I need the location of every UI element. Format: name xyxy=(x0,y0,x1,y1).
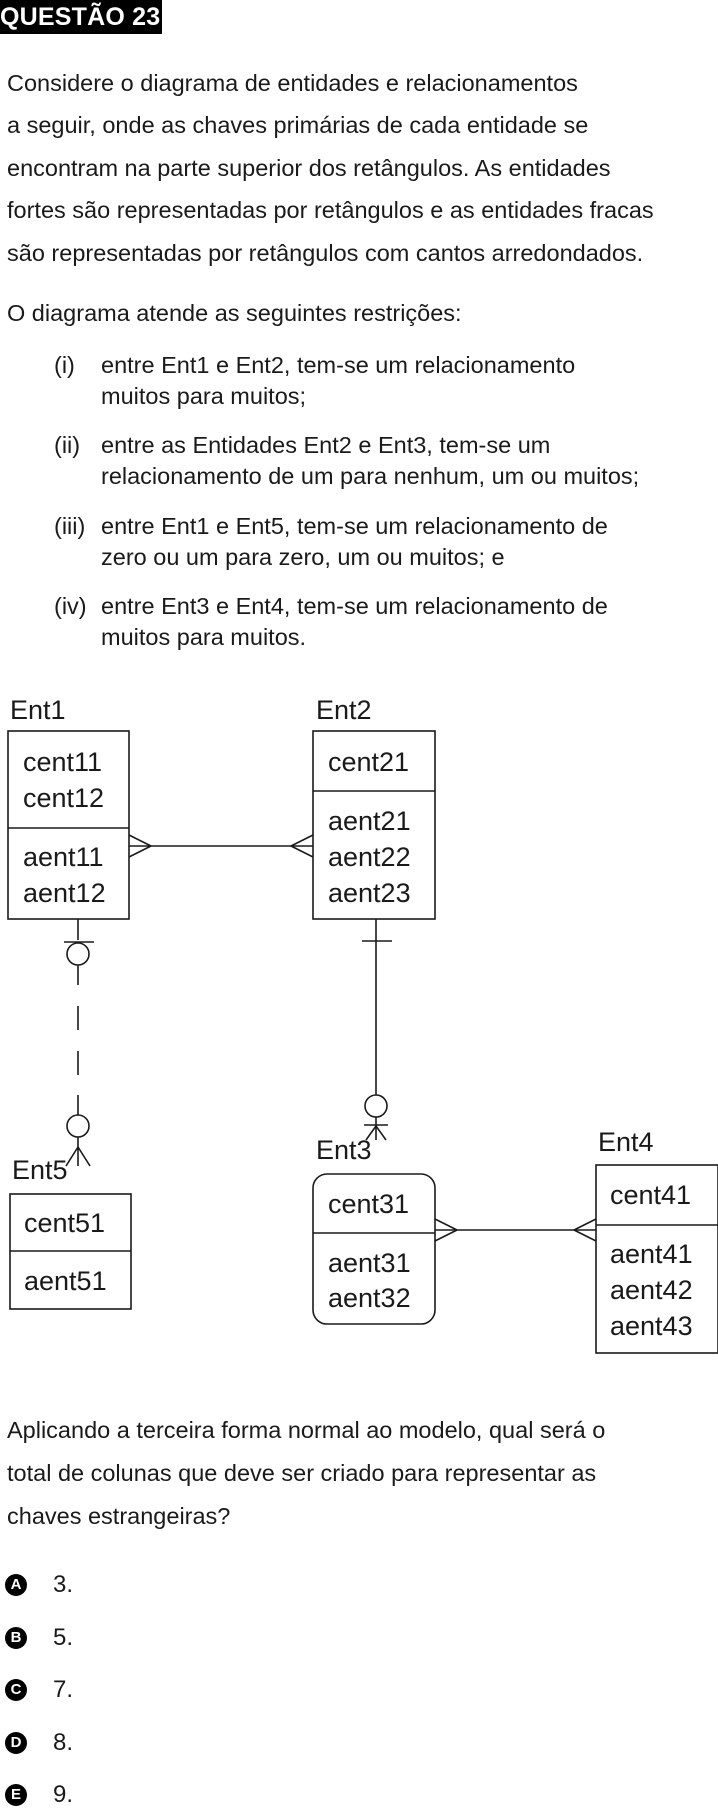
ent2-attr: aent23 xyxy=(328,878,411,908)
ent5-name: Ent5 xyxy=(12,1155,68,1185)
option-text: 5. xyxy=(53,1624,74,1651)
ent5-attr: aent51 xyxy=(24,1266,107,1296)
intro-line: encontram na parte superior dos retângul… xyxy=(7,155,611,181)
rel-ent3-ent4 xyxy=(434,1218,597,1242)
intro-line: a seguir, onde as chaves primárias de ca… xyxy=(7,112,589,138)
option-text: 8. xyxy=(53,1729,74,1756)
question-title: QUESTÃO 23 xyxy=(0,0,163,34)
option-letter-badge: D xyxy=(5,1732,27,1754)
ent1-attr: aent12 xyxy=(23,878,106,908)
ent4-key: cent41 xyxy=(610,1180,691,1210)
ent1-key: cent12 xyxy=(23,783,104,813)
ent3-attr: aent31 xyxy=(328,1248,411,1278)
question-line: total de colunas que deve ser criado par… xyxy=(7,1460,597,1486)
ent3-attr: aent32 xyxy=(328,1283,411,1313)
option-text: 3. xyxy=(53,1571,74,1598)
rel-ent2-ent3 xyxy=(362,919,392,1141)
ent2-box xyxy=(312,730,436,920)
restriction-item: (ii) entre as Entidades Ent2 e Ent3, tem… xyxy=(54,430,716,492)
restriction-number: (iii) xyxy=(54,513,86,539)
ent5-key: cent51 xyxy=(24,1208,105,1238)
option-text: 9. xyxy=(53,1781,74,1808)
ent1-box xyxy=(7,730,130,920)
option-letter-badge: B xyxy=(5,1627,27,1649)
option-letter-badge: E xyxy=(5,1784,27,1806)
ent3-key: cent31 xyxy=(328,1189,409,1219)
ent4-attr: aent43 xyxy=(610,1311,693,1341)
restriction-item: (i) entre Ent1 e Ent2, tem-se um relacio… xyxy=(54,350,716,412)
rel-ent1-ent5 xyxy=(64,919,94,1167)
ent1-name: Ent1 xyxy=(10,695,66,725)
restriction-text: entre Ent1 e Ent5, tem-se um relacioname… xyxy=(101,513,608,539)
question-line: Aplicando a terceira forma normal ao mod… xyxy=(7,1417,606,1443)
ent1-key: cent11 xyxy=(23,747,102,777)
option-letter-badge: A xyxy=(5,1574,27,1596)
ent2-key: cent21 xyxy=(328,747,409,777)
restriction-text: entre Ent1 e Ent2, tem-se um relacioname… xyxy=(101,352,576,378)
ent4-attr: aent41 xyxy=(610,1239,693,1269)
intro-line: Considere o diagrama de entidades e rela… xyxy=(7,70,578,96)
restrictions-intro: O diagrama atende as seguintes restriçõe… xyxy=(7,300,462,326)
ent4-box xyxy=(595,1164,718,1354)
restriction-text: zero ou um para zero, um ou muitos; e xyxy=(101,544,505,570)
restriction-text: muitos para muitos; xyxy=(101,383,307,409)
question-line: chaves estrangeiras? xyxy=(7,1503,231,1529)
option-letter-badge: C xyxy=(5,1679,27,1701)
ent4-name: Ent4 xyxy=(598,1127,654,1157)
option-text: 7. xyxy=(53,1676,74,1703)
ent2-name: Ent2 xyxy=(316,695,372,725)
restriction-item: (iii) entre Ent1 e Ent5, tem-se um relac… xyxy=(54,511,716,573)
restriction-text: relacionamento de um para nenhum, um ou … xyxy=(101,463,640,489)
restriction-number: (ii) xyxy=(54,432,81,458)
restriction-text: entre as Entidades Ent2 e Ent3, tem-se u… xyxy=(101,432,551,458)
restriction-number: (iv) xyxy=(54,593,87,619)
ent3-box xyxy=(312,1173,436,1325)
ent1-attr: aent11 xyxy=(23,842,104,872)
intro-line: fortes são representadas por retângulos … xyxy=(7,197,654,223)
restriction-item: (iv) entre Ent3 e Ent4, tem-se um relaci… xyxy=(54,591,716,653)
restriction-text: muitos para muitos. xyxy=(101,624,307,650)
intro-line: são representadas por retângulos com can… xyxy=(7,240,644,266)
er-diagram: Ent1 Ent2 Ent3 Ent4 Ent5 cent11 cent12 a… xyxy=(7,695,718,1354)
restriction-number: (i) xyxy=(54,352,75,378)
ent3-name: Ent3 xyxy=(316,1135,372,1165)
ent2-attr: aent22 xyxy=(328,842,411,872)
restriction-text: entre Ent3 e Ent4, tem-se um relacioname… xyxy=(101,593,608,619)
ent4-attr: aent42 xyxy=(610,1275,693,1305)
ent2-attr: aent21 xyxy=(328,806,411,836)
rel-ent1-ent2 xyxy=(128,834,314,858)
